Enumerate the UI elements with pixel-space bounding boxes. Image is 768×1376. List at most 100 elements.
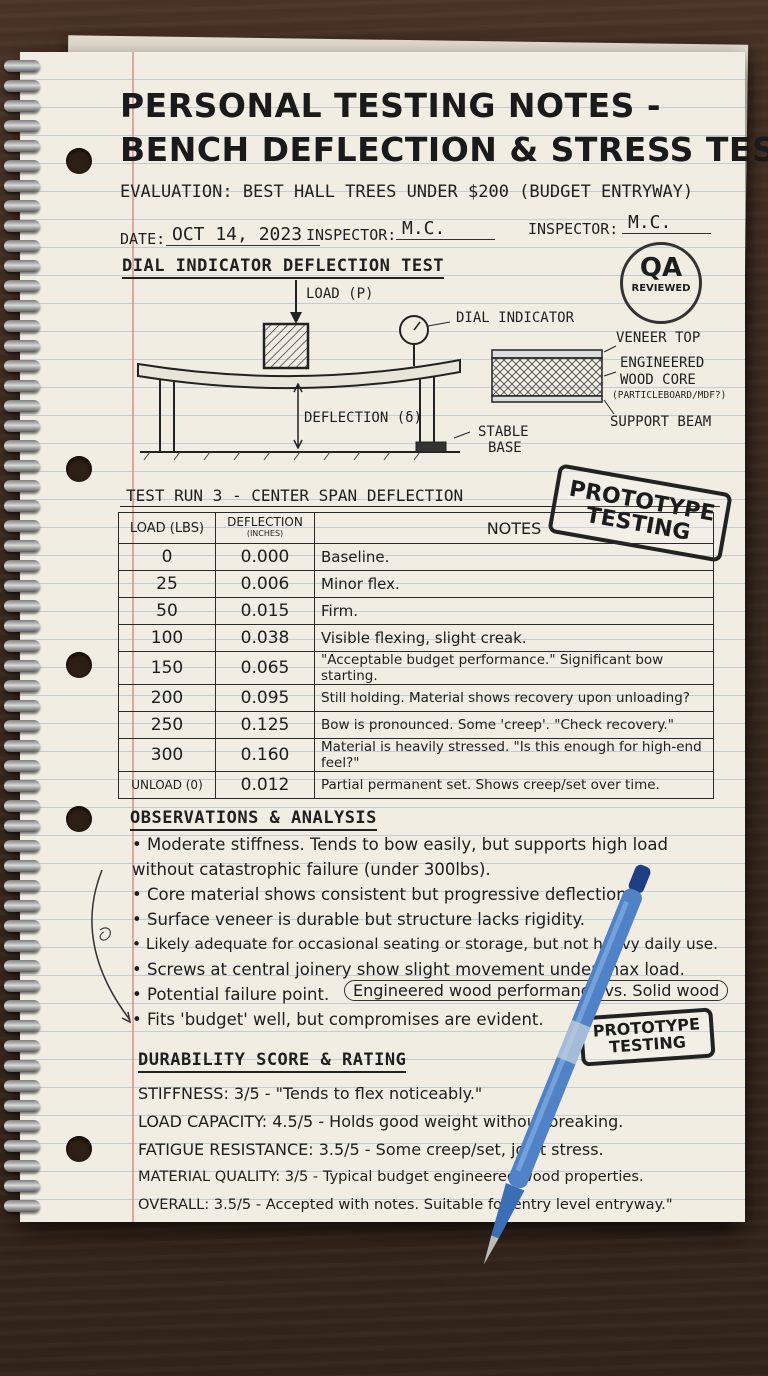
spiral-coil — [4, 500, 40, 512]
engineered-core-label-3: (PARTICLEBOARD/MDF?) — [612, 390, 727, 401]
spiral-coil — [4, 660, 40, 672]
spiral-coil — [4, 620, 40, 632]
observation-item: • Moderate stiffness. Tends to bow easil… — [132, 835, 668, 854]
durability-score-item: FATIGUE RESISTANCE: 3.5/5 - Some creep/s… — [138, 1140, 604, 1159]
evaluation-line: EVALUATION: BEST HALL TREES UNDER $200 (… — [120, 182, 694, 202]
spiral-coil — [4, 680, 40, 692]
cell-deflection: 0.015 — [215, 597, 315, 625]
spiral-coil — [4, 300, 40, 312]
cell-deflection: 0.012 — [215, 771, 315, 799]
cell-note: Visible flexing, slight creak. — [314, 624, 714, 652]
spiral-coil — [4, 1000, 40, 1012]
spiral-coil — [4, 100, 40, 112]
spiral-coil — [4, 1140, 40, 1152]
deflection-header-text: DEFLECTION — [227, 515, 303, 529]
spiral-coil — [4, 280, 40, 292]
observation-item: • Potential failure point. — [132, 985, 330, 1004]
observation-item: • Fits 'budget' well, but compromises ar… — [132, 1010, 544, 1029]
cell-note: Minor flex. — [314, 570, 714, 598]
punch-hole — [66, 806, 92, 832]
punch-hole — [66, 148, 92, 174]
punch-hole — [66, 652, 92, 678]
spiral-coil — [4, 1100, 40, 1112]
spiral-coil — [4, 800, 40, 812]
veneer-top-label: VENEER TOP — [616, 330, 701, 346]
cell-deflection: 0.125 — [215, 711, 315, 739]
spiral-coil — [4, 1020, 40, 1032]
spiral-coil — [4, 240, 40, 252]
spiral-coil — [4, 840, 40, 852]
spiral-binding — [4, 60, 44, 1220]
observation-item: • Surface veneer is durable but structur… — [132, 910, 586, 929]
dial-indicator-label: DIAL INDICATOR — [456, 310, 575, 326]
spiral-coil — [4, 460, 40, 472]
cell-load: 0 — [118, 543, 216, 571]
spiral-coil — [4, 120, 40, 132]
cell-deflection: 0.160 — [215, 738, 315, 772]
engineered-core-label-2: WOOD CORE — [620, 372, 696, 388]
cell-load: 300 — [118, 738, 216, 772]
cell-deflection: 0.065 — [215, 651, 315, 685]
deflection-label: DEFLECTION (δ) — [304, 410, 423, 426]
inspector-label: INSPECTOR: — [306, 226, 397, 244]
spiral-coil — [4, 640, 40, 652]
cell-note: Baseline. — [314, 543, 714, 571]
cell-load: 25 — [118, 570, 216, 598]
cell-load: 150 — [118, 651, 216, 685]
spiral-coil — [4, 160, 40, 172]
circled-note: Engineered wood performance vs. Solid wo… — [344, 980, 729, 1001]
spiral-coil — [4, 860, 40, 872]
spiral-coil — [4, 220, 40, 232]
cell-deflection: 0.006 — [215, 570, 315, 598]
cell-load: 250 — [118, 711, 216, 739]
date-value: OCT 14, 2023 — [166, 224, 321, 246]
durability-score-item: OVERALL: 3.5/5 - Accepted with notes. Su… — [138, 1196, 673, 1213]
punch-hole — [66, 1136, 92, 1162]
cell-load: 100 — [118, 624, 216, 652]
spiral-coil — [4, 580, 40, 592]
load-label: LOAD (P) — [306, 286, 374, 302]
spiral-coil — [4, 520, 40, 532]
page-title-line2: BENCH DEFLECTION & STRESS TEST — [120, 130, 768, 169]
spiral-coil — [4, 1080, 40, 1092]
spiral-coil — [4, 420, 40, 432]
spiral-coil — [4, 320, 40, 332]
test-run-divider — [120, 506, 720, 507]
cell-note: Bow is pronounced. Some 'creep'. "Check … — [314, 711, 714, 739]
observation-item: • Likely adequate for occasional seating… — [132, 935, 718, 953]
deflection-test-diagram — [137, 280, 617, 461]
spiral-coil — [4, 900, 40, 912]
spiral-coil — [4, 440, 40, 452]
spiral-coil — [4, 980, 40, 992]
spiral-coil — [4, 600, 40, 612]
spiral-coil — [4, 1160, 40, 1172]
spiral-coil — [4, 380, 40, 392]
spiral-coil — [4, 180, 40, 192]
engineered-core-label-1: ENGINEERED — [620, 355, 705, 371]
spiral-coil — [4, 540, 40, 552]
spiral-coil — [4, 1120, 40, 1132]
stable-base-label-1: STABLE — [478, 424, 529, 440]
spiral-coil — [4, 200, 40, 212]
qa-reviewed-stamp: QA REVIEWED — [620, 242, 702, 324]
spiral-coil — [4, 780, 40, 792]
punch-hole — [66, 456, 92, 482]
spiral-coil — [4, 1040, 40, 1052]
spiral-coil — [4, 340, 40, 352]
margin-arrow-doodle — [91, 869, 132, 1024]
deflection-header-unit: (INCHES) — [246, 529, 284, 538]
spiral-coil — [4, 820, 40, 832]
col-header-deflection: DEFLECTION (INCHES) — [215, 512, 315, 544]
spiral-coil — [4, 60, 40, 72]
support-beam-label: SUPPORT BEAM — [610, 414, 712, 430]
spiral-coil — [4, 920, 40, 932]
spiral-coil — [4, 760, 40, 772]
